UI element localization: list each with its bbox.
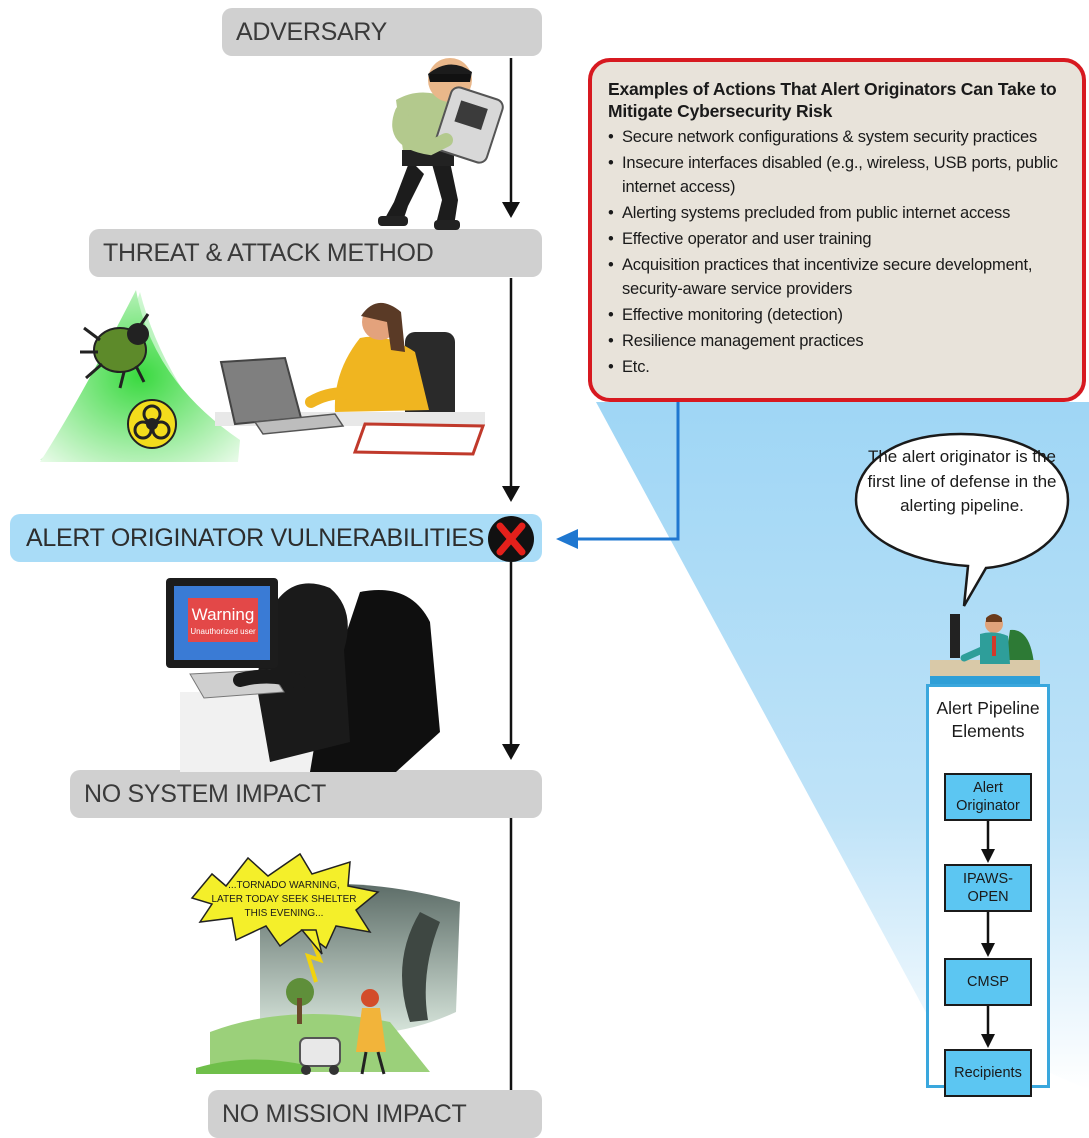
tornado-bubble-line3: THIS EVENING... — [245, 908, 324, 919]
tornado-bubble-line1: ...TORNADO WARNING, — [228, 880, 340, 891]
actions-item: Secure network configurations & system s… — [608, 125, 1082, 149]
monitor-warning-subtext: Unauthorized user — [190, 627, 256, 636]
monitor-warning-text: Warning — [192, 605, 255, 624]
stage-vulnerabilities: ALERT ORIGINATOR VULNERABILITIES — [10, 514, 542, 562]
pipeline-element-recipients: Recipients — [944, 1049, 1032, 1097]
tornado-scene-illustration: ...TORNADO WARNING, LATER TODAY SEEK SHE… — [190, 852, 460, 1075]
actions-list: Secure network configurations & system s… — [608, 125, 1082, 379]
stage-threat: THREAT & ATTACK METHOD — [89, 229, 542, 277]
actions-item: Etc. — [608, 355, 1082, 379]
actions-item: Alerting systems precluded from public i… — [608, 201, 1082, 225]
pipeline-arrows — [981, 821, 995, 1048]
woman-at-laptop-illustration — [215, 302, 486, 456]
actions-item: Effective operator and user training — [608, 227, 1082, 251]
pipeline-element-cmsp: CMSP — [944, 958, 1032, 1006]
stage-adversary-label: ADVERSARY — [236, 18, 388, 46]
adversary-burglar-illustration — [378, 58, 504, 230]
speech-bubble-text: The alert originator is the first line o… — [867, 447, 1057, 515]
pipeline-panel: Alert Pipeline Elements Alert Originator… — [926, 684, 1050, 1097]
stage-adversary: ADVERSARY — [222, 8, 542, 56]
actions-item: Insecure interfaces disabled (e.g., wire… — [608, 151, 1082, 199]
actions-item: Effective monitoring (detection) — [608, 303, 1082, 327]
actions-item: Acquisition practices that incentivize s… — [608, 253, 1082, 301]
blocked-x-icon — [488, 516, 534, 562]
actions-title: Examples of Actions That Alert Originato… — [608, 79, 1057, 121]
pipeline-element-alert-originator: Alert Originator — [944, 773, 1032, 821]
pipeline-element-ipaws-open: IPAWS-OPEN — [944, 864, 1032, 912]
stage-no-mission-impact: NO MISSION IMPACT — [208, 1090, 542, 1138]
actions-box: Examples of Actions That Alert Originato… — [588, 58, 1086, 402]
stage-no-system-impact-label: NO SYSTEM IMPACT — [84, 780, 326, 808]
stage-no-mission-impact-label: NO MISSION IMPACT — [222, 1100, 467, 1128]
malware-bug-illustration — [40, 290, 240, 462]
hacker-at-monitor-illustration: Warning Unauthorized user — [166, 578, 440, 772]
operator-at-desk-illustration — [930, 614, 1040, 684]
stage-no-system-impact: NO SYSTEM IMPACT — [70, 770, 542, 818]
pipeline-title: Alert Pipeline Elements — [936, 698, 1040, 741]
speech-bubble — [854, 432, 1070, 607]
stage-threat-label: THREAT & ATTACK METHOD — [103, 239, 434, 267]
stage-vulnerabilities-label: ALERT ORIGINATOR VULNERABILITIES — [26, 524, 485, 552]
tornado-bubble-line2: LATER TODAY SEEK SHELTER — [211, 894, 356, 905]
actions-item: Resilience management practices — [608, 329, 1082, 353]
